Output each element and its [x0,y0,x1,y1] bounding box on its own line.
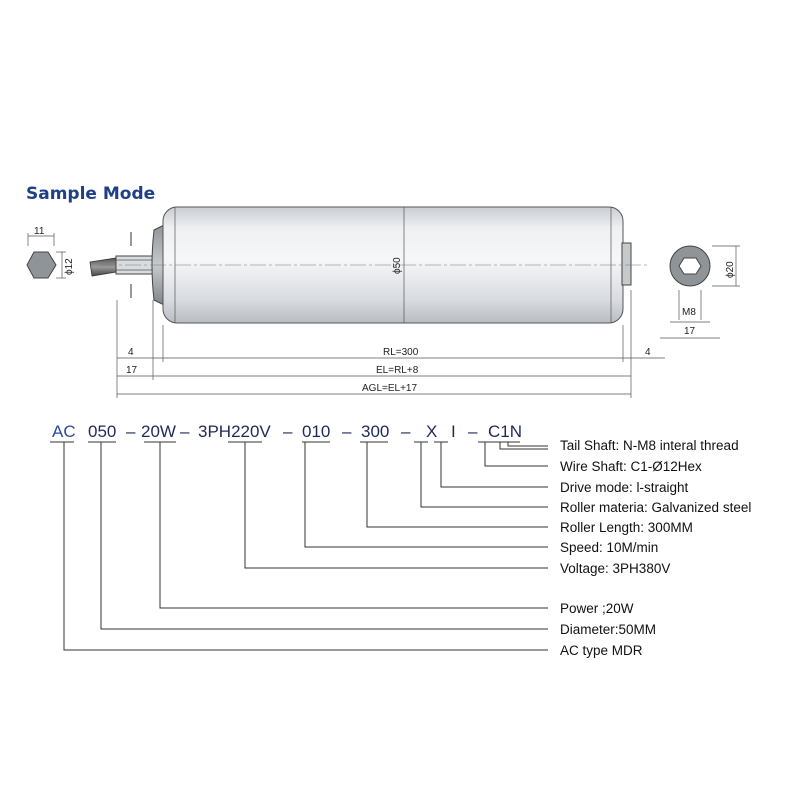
leader-lines [50,441,548,651]
legend-ac-type: AC type MDR [560,643,643,658]
code-length: 300 [361,422,389,441]
code-voltage: 3PH220V [198,422,271,441]
page-title: Sample Mode [26,184,155,204]
left-hex-end-view: 11 ϕ12 [26,226,75,279]
legend-diameter: Diameter:50MM [560,622,656,637]
right-offset-label: 4 [645,347,651,358]
roller-dia-label: ϕ50 [392,257,403,274]
el-label: EL=RL+8 [376,365,419,376]
legend-roller-material: Roller materia: Galvanized steel [560,500,751,515]
hex-width-label: 11 [34,226,45,237]
code-dash-5: – [401,422,411,441]
legend-speed: Speed: 10M/min [560,540,658,555]
code-dash-4: – [342,422,352,441]
code-drive: I [451,422,456,441]
agl-label: AGL=EL+17 [362,383,417,394]
code-speed: 010 [302,422,330,441]
code-dash-3: – [283,422,293,441]
legend-drive-mode: Drive mode: l-straight [560,480,689,495]
legend-voltage: Voltage: 3PH380V [560,561,670,576]
right-end-view: ϕ20 M8 17 [660,245,740,339]
model-code: AC 050 – 20W – 3PH220V – 010 – 300 – X I… [52,422,522,441]
hex-shaft-icon [26,251,57,279]
code-diameter: 050 [88,422,116,441]
legend-power: Power ;20W [560,601,634,616]
code-dash-1: – [126,422,136,441]
tail-dia-label: ϕ20 [725,261,736,278]
code-dash-2: – [180,422,190,441]
legend-tail-shaft: Tail Shaft: N-M8 interal thread [560,438,739,453]
code-material: X [426,422,437,441]
code-power: 20W [141,422,176,441]
shaft-dia-label: ϕ12 [64,258,75,275]
legend-roller-length: Roller Length: 300MM [560,520,693,535]
length-dimensions: 4 RL=300 4 17 EL=RL+8 AGL=EL+17 [116,290,665,398]
legend-wire-shaft: Wire Shaft: C1-Ø12Hex [560,459,702,474]
left-17-label: 17 [126,365,138,376]
roller-side-view: ϕ50 [89,206,650,324]
right-shaft [621,242,632,286]
code-dash-6: – [468,422,478,441]
left-offset-label: 4 [128,347,134,358]
code-ac: AC [52,422,76,441]
legend: Tail Shaft: N-M8 interal thread Wire Sha… [560,438,751,658]
tail-width-label: 17 [684,326,696,337]
rl-label: RL=300 [383,347,419,358]
code-wire-shaft: C1N [488,422,522,441]
cable [89,257,117,277]
tail-thread-label: M8 [682,307,696,318]
